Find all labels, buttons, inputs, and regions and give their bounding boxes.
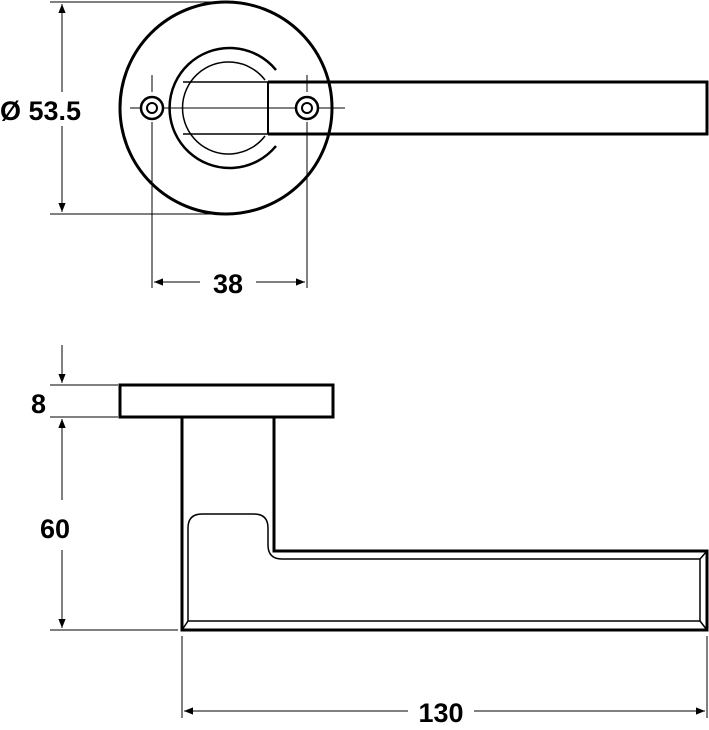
projection-label: 60 xyxy=(40,514,70,544)
length-label: 130 xyxy=(418,698,463,728)
thickness-dimension: 8 xyxy=(31,345,118,455)
lever-profile-inner xyxy=(187,513,701,622)
lever-profile-outer xyxy=(180,417,709,632)
diameter-dimension: Ø 53.5 xyxy=(0,1,226,215)
screw-hole-left xyxy=(139,95,165,121)
rose-plate xyxy=(118,383,335,419)
screw-hole-right xyxy=(294,95,320,121)
diameter-label: Ø 53.5 xyxy=(0,96,81,126)
front-view xyxy=(118,0,709,216)
centres-label: 38 xyxy=(213,269,243,299)
projection-dimension: 60 xyxy=(36,419,178,631)
thickness-label: 8 xyxy=(31,389,46,419)
side-view xyxy=(118,383,709,632)
centres-dimension: 38 xyxy=(151,122,308,299)
length-dimension: 130 xyxy=(181,636,708,728)
